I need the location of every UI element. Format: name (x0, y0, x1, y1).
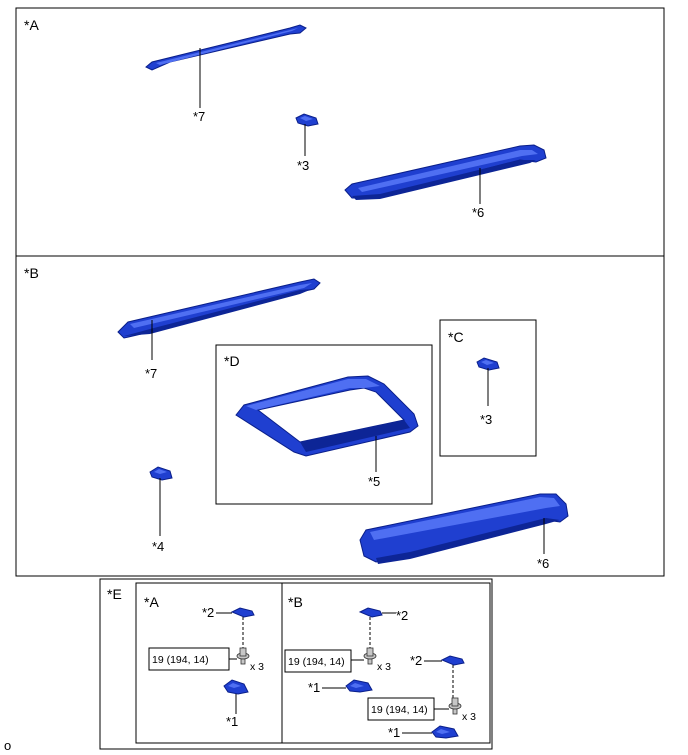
part-1-cover-eb-mid (345, 679, 373, 693)
bolt-icon-eb-bottom (448, 697, 462, 715)
frame-b (15, 255, 665, 577)
frame-e-b-label: *B (288, 594, 303, 610)
part-1-cover-ea (223, 679, 249, 695)
part-3-bracket-c (476, 357, 500, 371)
frame-e-a-label: *A (144, 594, 159, 610)
bolt-qty-ea: x 3 (250, 661, 264, 673)
part-7-label-b: *7 (145, 366, 157, 381)
part-6-label-a: *6 (472, 205, 484, 220)
frame-a (15, 7, 665, 257)
part-2-clip-eb-top (358, 607, 383, 618)
frame-e-label: *E (107, 586, 122, 602)
part-3-label-a: *3 (297, 158, 309, 173)
frame-c-label: *C (448, 329, 464, 345)
part-2-label-eb-top: *2 (396, 608, 408, 623)
part-1-label-ea: *1 (226, 714, 238, 729)
part-5-frame (235, 375, 419, 457)
frame-e (99, 578, 493, 750)
part-1-label-eb-mid: *1 (308, 680, 320, 695)
part-7-rail-a (145, 24, 307, 71)
part-5-label: *5 (368, 474, 380, 489)
part-2-clip-ea (230, 607, 255, 618)
torque-box-eb-top (284, 649, 352, 673)
frame-a-label: *A (24, 17, 39, 33)
frame-d (215, 344, 433, 505)
footer-code: o (4, 738, 11, 753)
frame-b-label: *B (24, 265, 39, 281)
part-4-label: *4 (152, 539, 164, 554)
part-1-label-eb-bottom: *1 (388, 725, 400, 740)
bolt-icon-eb-top (363, 647, 377, 665)
torque-value-eb-top: 19 (194, 14) (288, 656, 345, 668)
bolt-qty-eb-bottom: x 3 (462, 711, 476, 723)
part-2-label-eb-right: *2 (410, 653, 422, 668)
frame-c (439, 319, 537, 457)
part-6-trim-a (344, 144, 547, 200)
part-6-label-b: *6 (537, 556, 549, 571)
bolt-qty-eb-top: x 3 (377, 661, 391, 673)
part-1-cover-eb-bottom (431, 725, 459, 739)
part-7-label-a: *7 (193, 109, 205, 124)
bolt-icon-ea (236, 647, 250, 665)
frame-d-label: *D (224, 353, 240, 369)
part-7-rail-b (117, 278, 321, 339)
part-2-label-ea: *2 (202, 605, 214, 620)
part-6-trim-b (359, 493, 569, 564)
torque-value-ea: 19 (194, 14) (152, 654, 209, 666)
part-3-bracket-a (295, 113, 319, 127)
torque-value-eb-bottom: 19 (194, 14) (371, 704, 428, 716)
part-2-clip-eb-right (440, 655, 465, 666)
frame-e-inner (135, 582, 491, 744)
part-4-bracket (149, 466, 173, 481)
part-3-label-c: *3 (480, 412, 492, 427)
